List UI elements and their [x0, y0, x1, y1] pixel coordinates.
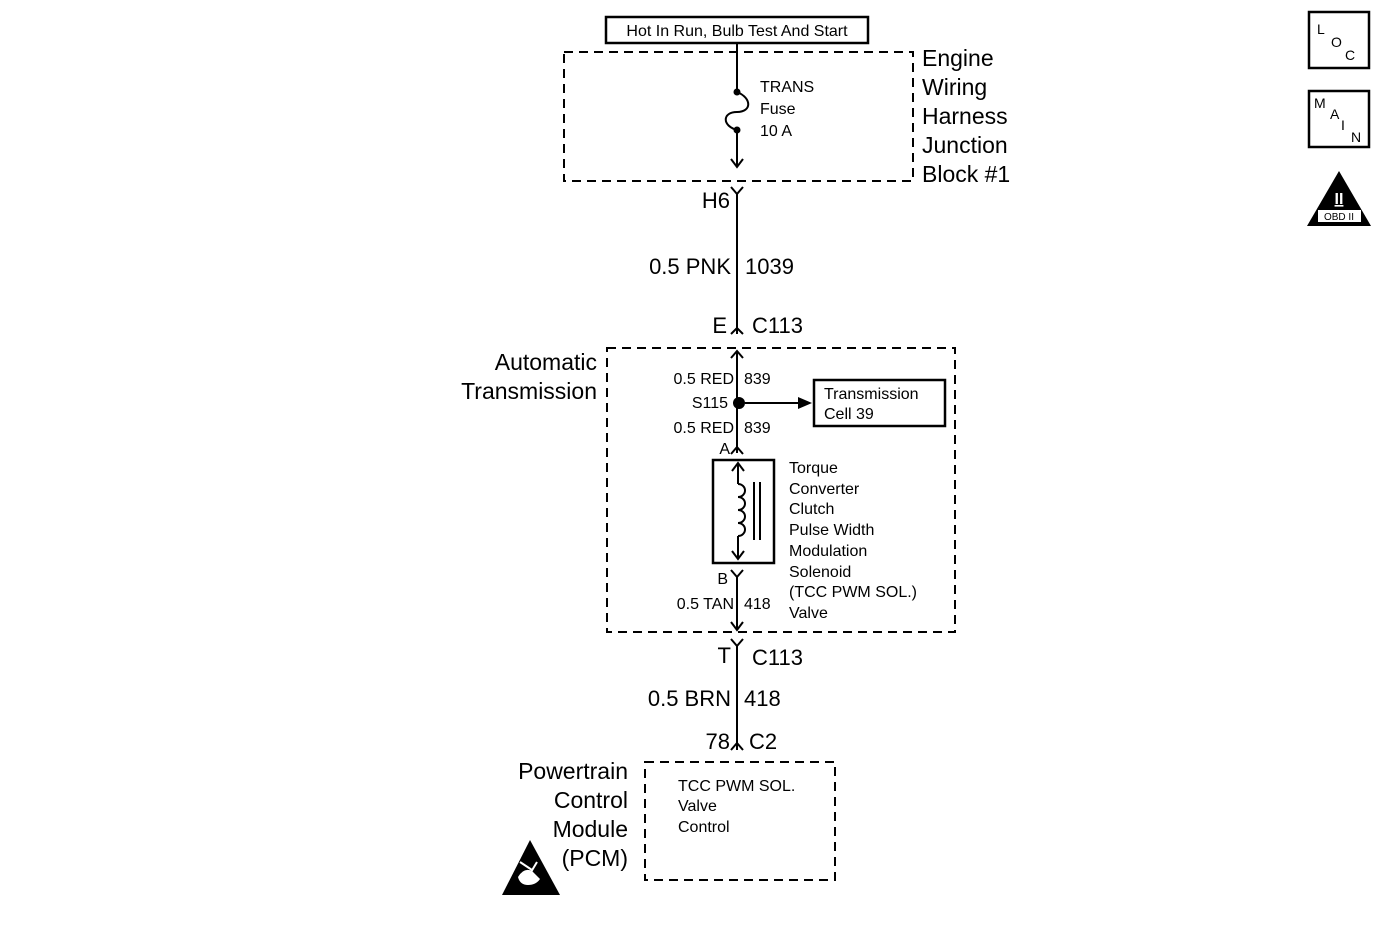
svg-text:Valve: Valve — [678, 798, 717, 815]
svg-text:Pulse Width: Pulse Width — [789, 522, 874, 539]
svg-text:78: 78 — [706, 729, 730, 754]
svg-text:Engine: Engine — [922, 45, 994, 71]
svg-text:N: N — [1351, 129, 1361, 145]
svg-text:Control: Control — [554, 787, 628, 813]
svg-text:Automatic: Automatic — [495, 349, 597, 375]
svg-text:418: 418 — [744, 686, 781, 711]
svg-text:TRANS: TRANS — [760, 79, 814, 96]
svg-text:839: 839 — [744, 420, 771, 437]
power-source-label: Hot In Run, Bulb Test And Start — [604, 15, 870, 45]
svg-text:(TCC PWM SOL.): (TCC PWM SOL.) — [789, 584, 917, 601]
svg-text:Powertrain: Powertrain — [518, 758, 628, 784]
svg-text:0.5 RED: 0.5 RED — [674, 371, 734, 388]
svg-text:Valve: Valve — [789, 605, 828, 622]
svg-text:Torque: Torque — [789, 460, 838, 477]
transmission-cell-reference: Transmission Cell 39 — [812, 378, 947, 428]
svg-text:II: II — [1335, 191, 1344, 208]
svg-text:O: O — [1331, 34, 1342, 50]
svg-text:OBD II: OBD II — [1324, 212, 1354, 223]
svg-text:0.5 RED: 0.5 RED — [674, 420, 734, 437]
svg-text:H6: H6 — [702, 188, 730, 213]
svg-text:A: A — [719, 441, 730, 458]
svg-text:Converter: Converter — [789, 481, 860, 498]
svg-text:C: C — [1345, 47, 1355, 63]
svg-text:Control: Control — [678, 819, 730, 836]
tcc-pwm-solenoid — [711, 458, 776, 565]
automatic-transmission: Automatic Transmission 0.5 RED 839 S115 … — [461, 347, 956, 633]
junction-block: Engine Wiring Harness Junction Block #1 — [563, 45, 1010, 187]
svg-text:Harness: Harness — [922, 103, 1008, 129]
svg-text:I: I — [1341, 117, 1345, 133]
svg-text:Modulation: Modulation — [789, 543, 867, 560]
svg-text:(PCM): (PCM) — [562, 845, 628, 871]
svg-text:B: B — [717, 571, 728, 588]
svg-text:1039: 1039 — [745, 254, 794, 279]
svg-text:L: L — [1317, 21, 1325, 37]
svg-text:Module: Module — [553, 816, 628, 842]
svg-text:0.5 PNK: 0.5 PNK — [649, 254, 731, 279]
svg-text:E: E — [712, 313, 727, 338]
svg-text:839: 839 — [744, 371, 771, 388]
wire-418: T C113 0.5 BRN 418 78 C2 — [648, 638, 803, 754]
splice-s115 — [733, 397, 745, 409]
svg-text:C113: C113 — [752, 645, 803, 670]
svg-text:T: T — [718, 643, 731, 668]
trans-fuse: TRANS Fuse 10 A — [724, 43, 814, 169]
svg-text:S115: S115 — [692, 395, 728, 412]
powertrain-control-module: Powertrain Control Module (PCM) TCC PWM … — [518, 758, 836, 881]
svg-text:C113: C113 — [752, 313, 803, 338]
loc-icon[interactable]: L O C — [1307, 10, 1371, 70]
wire-1039: H6 0.5 PNK 1039 E C113 — [649, 186, 803, 338]
svg-text:Hot In Run, Bulb Test And Star: Hot In Run, Bulb Test And Start — [626, 23, 848, 40]
svg-text:418: 418 — [744, 596, 771, 613]
svg-text:Junction: Junction — [922, 132, 1008, 158]
svg-text:Cell 39: Cell 39 — [824, 406, 874, 423]
svg-text:Solenoid: Solenoid — [789, 564, 851, 581]
svg-text:10 A: 10 A — [760, 123, 792, 140]
svg-text:Transmission: Transmission — [461, 378, 597, 404]
svg-text:M: M — [1314, 95, 1326, 111]
obd-ii-icon[interactable]: II OBD II — [1307, 171, 1371, 226]
svg-text:0.5 BRN: 0.5 BRN — [648, 686, 731, 711]
svg-text:Clutch: Clutch — [789, 501, 834, 518]
svg-text:Fuse: Fuse — [760, 101, 796, 118]
esd-warning-icon — [502, 840, 560, 895]
svg-text:Block #1: Block #1 — [922, 161, 1010, 187]
svg-text:A: A — [1330, 106, 1340, 122]
main-icon[interactable]: M A I N — [1307, 89, 1371, 149]
svg-text:Transmission: Transmission — [824, 386, 919, 403]
svg-text:Wiring: Wiring — [922, 74, 987, 100]
svg-text:TCC PWM SOL.: TCC PWM SOL. — [678, 778, 795, 795]
svg-text:0.5 TAN: 0.5 TAN — [677, 596, 734, 613]
svg-text:C2: C2 — [749, 729, 777, 754]
